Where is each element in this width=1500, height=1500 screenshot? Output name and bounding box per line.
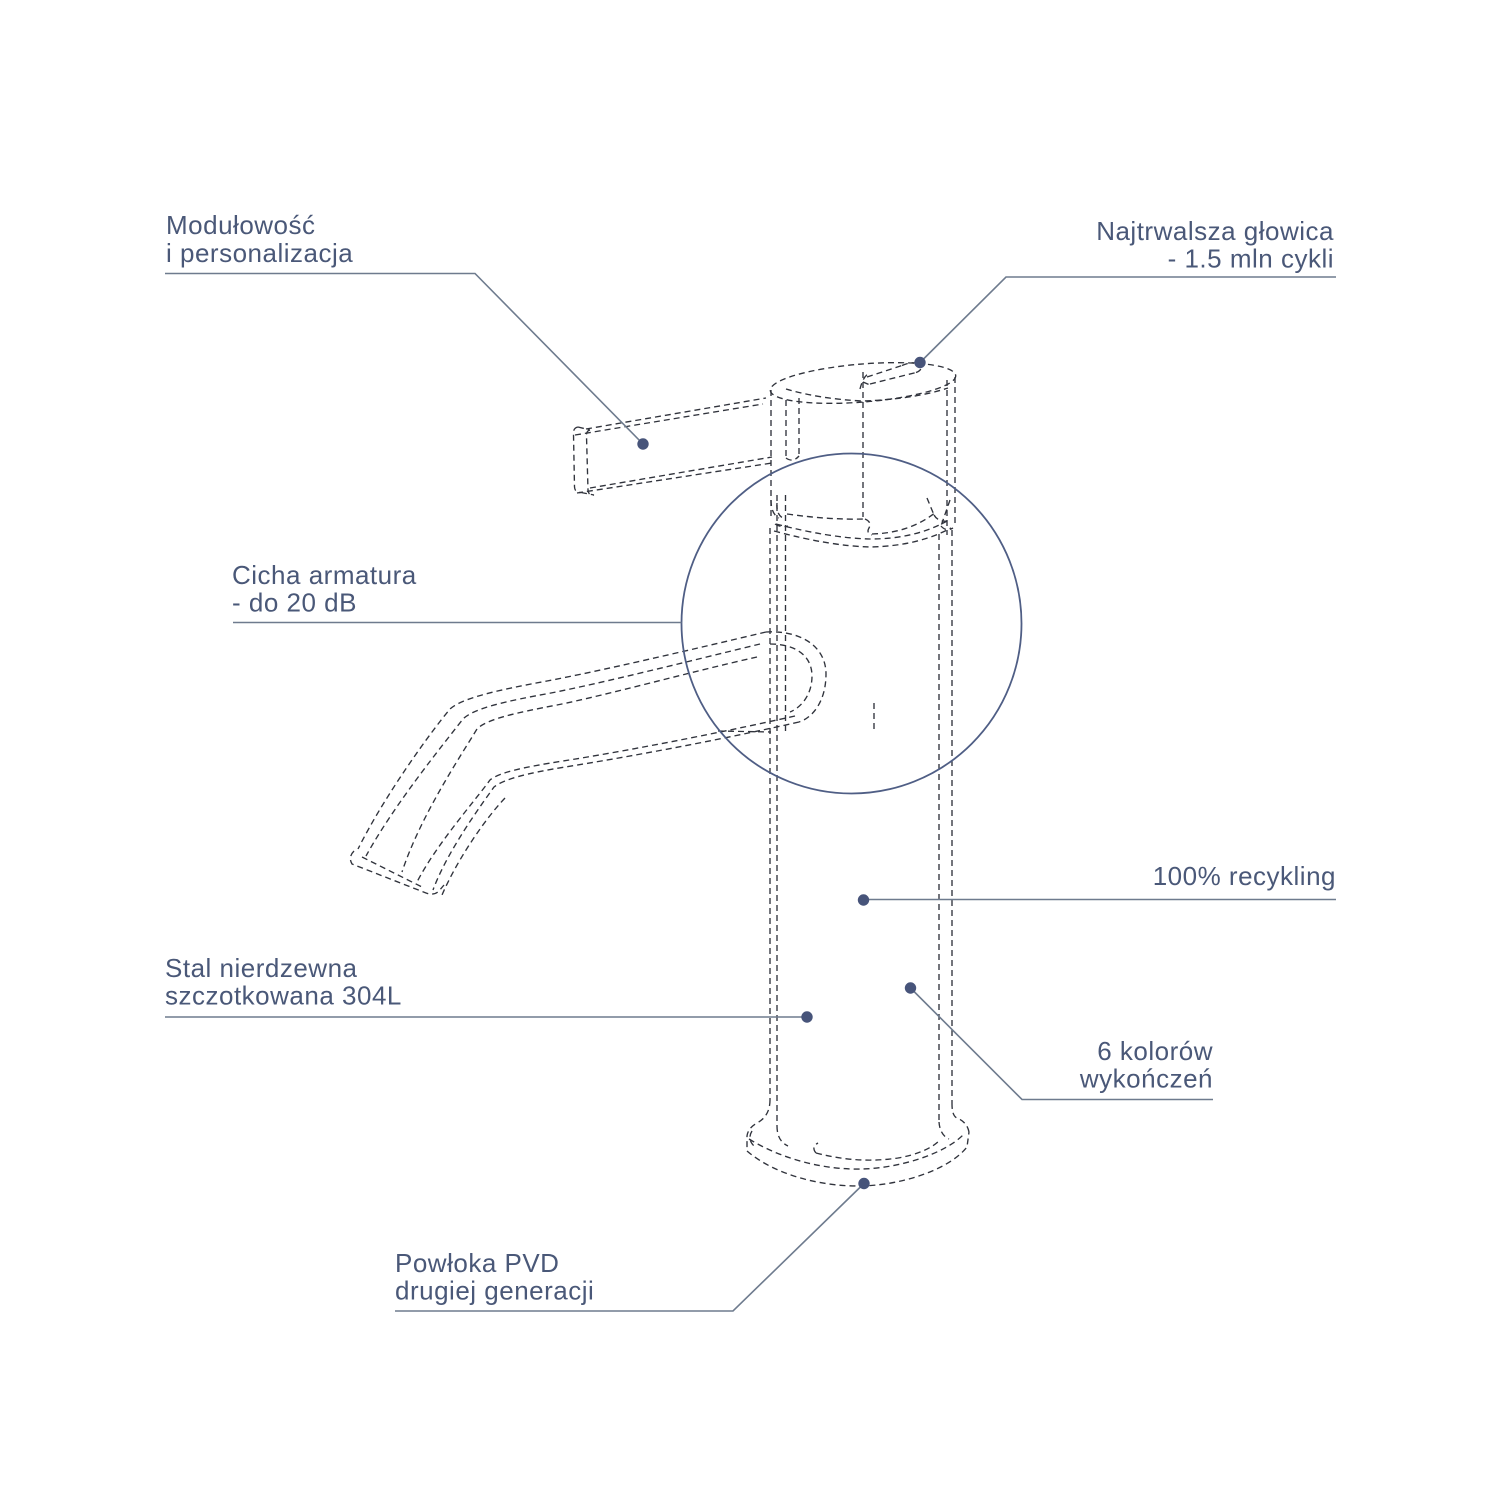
svg-text:i personalizacja: i personalizacja: [166, 238, 353, 268]
svg-text:- do 20 dB: - do 20 dB: [232, 588, 357, 618]
svg-text:Cicha armatura: Cicha armatura: [232, 560, 417, 590]
svg-text:szczotkowana 304L: szczotkowana 304L: [165, 981, 402, 1011]
svg-text:100% recykling: 100% recykling: [1153, 861, 1336, 891]
svg-text:Stal nierdzewna: Stal nierdzewna: [165, 953, 358, 983]
svg-text:- 1.5 mln cykli: - 1.5 mln cykli: [1168, 244, 1334, 274]
svg-text:Najtrwalsza głowica: Najtrwalsza głowica: [1096, 216, 1334, 246]
svg-text:Powłoka PVD: Powłoka PVD: [395, 1248, 559, 1278]
svg-text:Modułowość: Modułowość: [166, 210, 316, 240]
svg-text:6 kolorów: 6 kolorów: [1097, 1036, 1213, 1066]
svg-text:wykończeń: wykończeń: [1079, 1064, 1213, 1094]
svg-text:drugiej generacji: drugiej generacji: [395, 1276, 594, 1306]
